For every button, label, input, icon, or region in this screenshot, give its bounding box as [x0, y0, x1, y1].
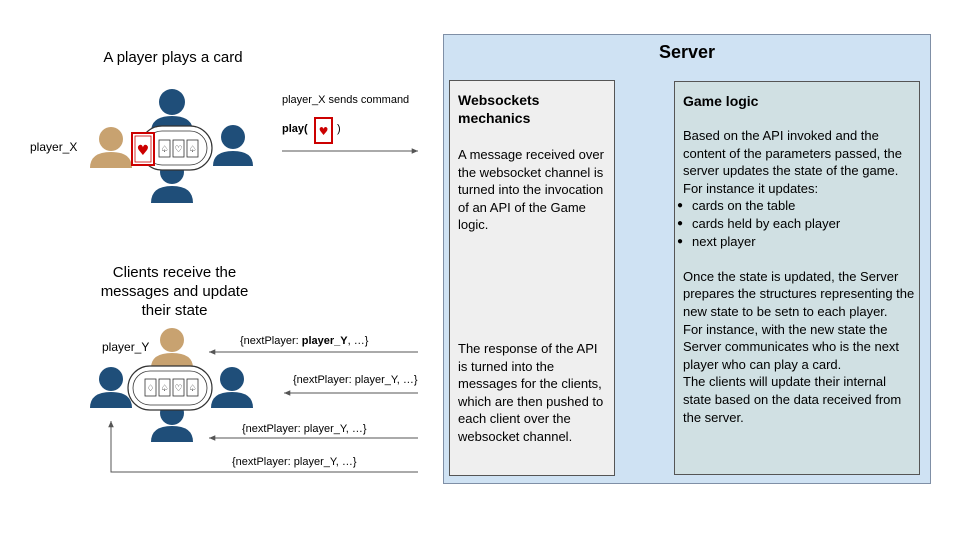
command-label: player_X sends command: [282, 94, 410, 106]
message-label-2: {nextPlayer: player_Y, …}: [293, 374, 418, 386]
right-player-icon-bottom: [211, 367, 253, 408]
table-cards-bottom: [144, 378, 199, 397]
bottom-table-scene: ♢ ♤ ♡ ♤: [90, 328, 253, 442]
left-player-icon: [90, 367, 132, 408]
game-logic-content: Based on the API invoked and the content…: [677, 127, 915, 426]
bullet-item: next player: [677, 233, 915, 251]
player-x-icon: [90, 127, 132, 168]
svg-text:♢: ♢: [146, 384, 154, 394]
play-card-title: A player plays a card: [103, 49, 243, 66]
message-label-4: {nextPlayer: player_Y, …}: [232, 456, 357, 468]
websockets-text-bottom: The response of the API is turned into t…: [458, 341, 604, 444]
svg-text:♤: ♤: [160, 145, 168, 155]
game-logic-para2: Once the state is updated, the Server pr…: [683, 268, 915, 319]
svg-text:♡: ♡: [174, 145, 182, 155]
server-title: Server: [658, 42, 716, 62]
svg-text:♤: ♤: [160, 384, 168, 394]
websockets-box: [449, 80, 615, 476]
player-x-label: player_X: [30, 140, 78, 154]
websockets-text-top: A message received over the websocket ch…: [458, 147, 604, 233]
svg-text:♤: ♤: [188, 145, 196, 155]
svg-text:♥: ♥: [137, 143, 150, 159]
bullet-item: cards held by each player: [677, 215, 915, 233]
game-logic-box: [674, 81, 920, 475]
svg-text:♥: ♥: [319, 125, 329, 138]
game-logic-para3: For instance, with the new state the Ser…: [683, 321, 900, 372]
right-player-icon: [213, 125, 253, 166]
message-label-3: {nextPlayer: player_Y, …}: [242, 423, 367, 435]
top-table-scene: ♤ ♡ ♤ ♥: [90, 89, 253, 203]
clients-receive-title: Clients receive the messages and update …: [100, 264, 249, 319]
game-logic-bullets: cards on the table cards held by each pl…: [677, 197, 915, 250]
game-logic-para4: The clients will update their internal s…: [683, 374, 902, 425]
message-label-1: {nextPlayer: player_Y, …}: [240, 335, 369, 347]
play-command-prefix: play(: [282, 123, 308, 135]
command-card-icon: ♥: [314, 117, 333, 144]
bullet-item: cards on the table: [677, 197, 915, 215]
player-y-icon: [151, 328, 193, 368]
play-command-suffix: ): [337, 123, 341, 135]
svg-text:♡: ♡: [174, 384, 182, 394]
message-arrow-4: [108, 421, 418, 473]
game-logic-intro: Based on the API invoked and the content…: [683, 128, 902, 196]
table-cards: [158, 139, 199, 158]
websockets-title: Websockets mechanics: [458, 92, 540, 126]
game-logic-title: Game logic: [683, 93, 759, 109]
player-y-label: player_Y: [102, 340, 150, 354]
played-card-icon: ♥: [131, 132, 155, 166]
svg-text:♤: ♤: [188, 384, 196, 394]
